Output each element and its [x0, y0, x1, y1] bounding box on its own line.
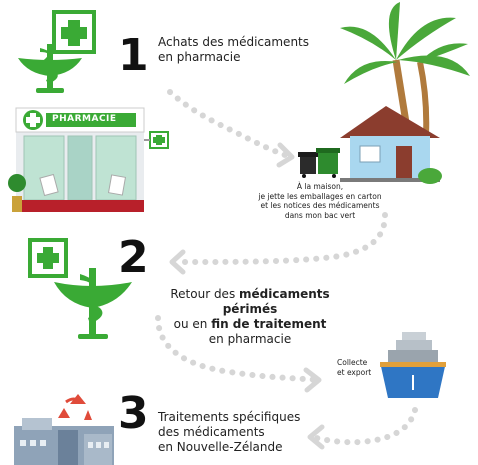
- step-1-line-1: Achats des médicaments: [158, 35, 310, 49]
- step-3-line-1: Traitements spécifiques: [158, 410, 301, 424]
- step-1-text: Achats des médicaments en pharmacie: [158, 35, 309, 65]
- pharmacy-sign-label: PHARMACIE: [52, 114, 117, 124]
- step-3-text: Traitements spécifiques des médicaments …: [158, 410, 300, 455]
- step-3-number: 3: [118, 388, 149, 439]
- caduceus-icon-2: [54, 268, 132, 339]
- step-2-line-2: ou en fin de traitement: [150, 317, 350, 332]
- step-1-number: 1: [118, 30, 149, 81]
- step-2-line-2-pre: ou en: [173, 317, 212, 331]
- step-1-line-2: en pharmacie: [158, 50, 241, 64]
- pharmacy-building-icon: [8, 107, 169, 212]
- ship-icon: [380, 332, 446, 398]
- recycle-bin-icon: [298, 148, 340, 178]
- home-note: À la maison, je jette les emballages en …: [255, 182, 385, 220]
- house-icon: [340, 106, 442, 184]
- palm-tree-icon: [340, 2, 470, 161]
- collect-note-line-2: et export: [337, 367, 372, 377]
- home-note-line-2: je jette les emballages en carton: [258, 191, 382, 201]
- step-3-line-3: en Nouvelle-Zélande: [158, 440, 283, 454]
- dotted-path-1: [155, 89, 418, 446]
- arrowheads: [169, 142, 325, 450]
- step-2-line-1-pre: Retour des: [170, 287, 240, 301]
- step-2-line-1-bold: médicaments périmés: [222, 287, 330, 316]
- step-3-line-2: des médicaments: [158, 425, 265, 439]
- step-2-line-1: Retour des médicaments périmés: [150, 287, 350, 317]
- step-2-line-2-bold: fin de traitement: [211, 317, 327, 331]
- step-2-number: 2: [118, 232, 149, 283]
- step-2-text: Retour des médicaments périmés ou en fin…: [150, 287, 350, 347]
- home-note-line-3: et les notices des médicaments: [260, 201, 380, 210]
- collect-note-line-1: Collecte: [337, 358, 368, 367]
- pharmacy-cross-icon: [52, 10, 96, 54]
- home-note-line-4: dans mon bac vert: [284, 210, 356, 220]
- home-note-line-1: À la maison,: [296, 182, 344, 191]
- collect-note: Collecte et export: [337, 358, 371, 377]
- recycle-icon: [58, 394, 92, 420]
- pharmacy-cross-icon-2: [28, 238, 68, 278]
- factory-icon: [14, 418, 114, 465]
- caduceus-icon: [18, 44, 82, 93]
- step-2-line-3: en pharmacie: [208, 332, 292, 346]
